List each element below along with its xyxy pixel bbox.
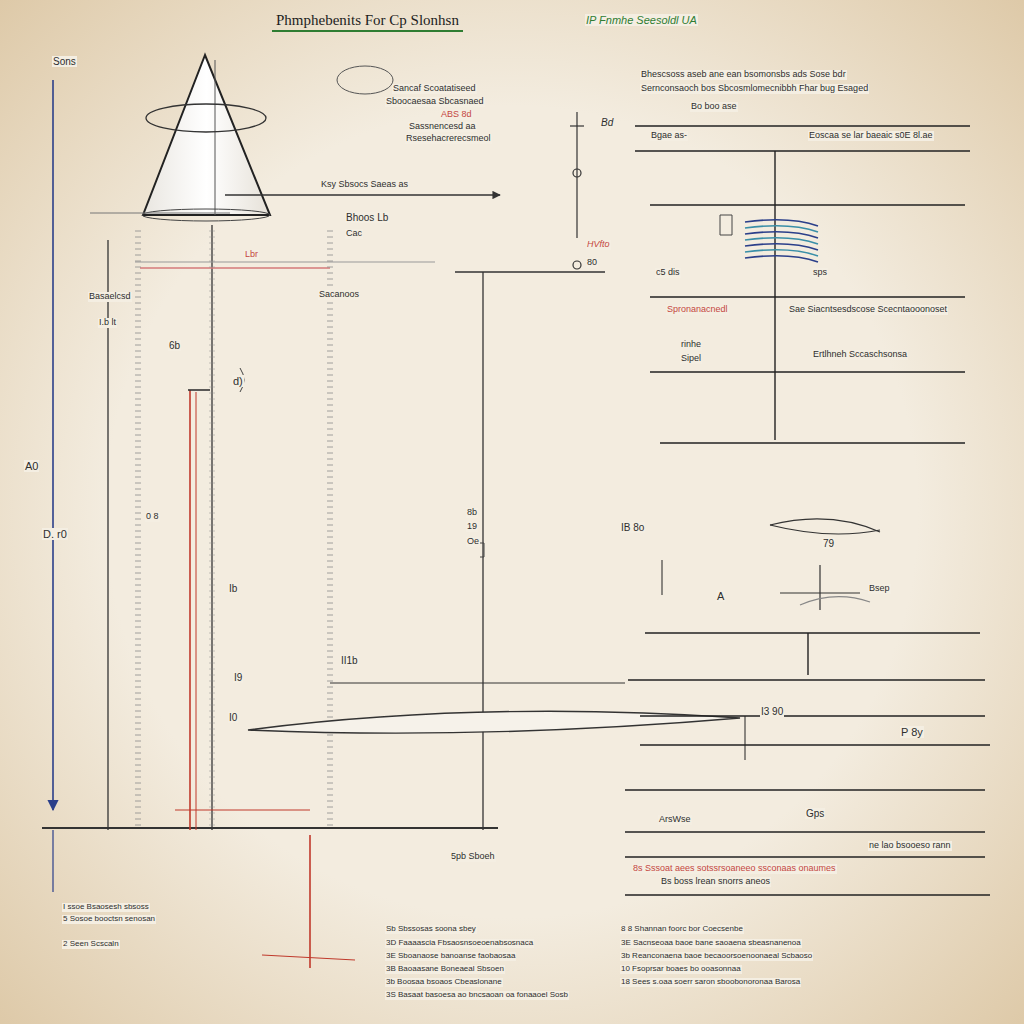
- annotation-text: Ertlhneh Sccaschsonsa: [812, 350, 908, 360]
- annotation-text: 3E Sboanaose banoanse faobaosaa: [385, 952, 516, 961]
- annotation-text: 3B Baoaasane Boneaeal Sbsoen: [385, 965, 505, 974]
- annotation-text: 0 8: [145, 512, 160, 522]
- annotation-text: Spronanacnedl: [666, 305, 729, 315]
- annotation-text: Oe: [466, 537, 480, 547]
- annotation-text: Sipel: [680, 354, 702, 364]
- annotation-text: 3b Boosaa bsoaos Cbeaslonane: [385, 978, 503, 987]
- annotation-text: 6b: [168, 340, 181, 351]
- annotation-text: Sons: [52, 56, 77, 67]
- annotation-text: Ksy Sbsocs Saeas as: [320, 180, 409, 190]
- annotation-text: Basaelcsd: [88, 292, 132, 302]
- annotation-text: Bhescsoss aseb ane ean bsomonsbs ads Sos…: [640, 70, 847, 80]
- callout-ring: [337, 66, 393, 94]
- annotation-text: Rsesehacrerecsmeol: [405, 134, 492, 144]
- annotation-text: Bhoos Lb: [345, 212, 389, 223]
- annotation-text: 8b: [466, 508, 478, 518]
- ray-arrow: [225, 194, 500, 195]
- lens-shape: [248, 711, 740, 733]
- annotation-text: Sb Sbssosas soona sbey: [385, 925, 477, 934]
- annotation-text: Gps: [805, 808, 825, 819]
- annotation-text: Bd: [600, 117, 614, 128]
- annotation-text: 3b Reanconaena baoe becaoorsoenoonaeal S…: [620, 952, 813, 961]
- annotation-text: ArsWse: [658, 815, 692, 825]
- diagram-title: Phmphebenits For Cp Slonhsn: [272, 12, 463, 32]
- annotation-text: HVfto: [586, 240, 611, 250]
- coil-symbol: [745, 220, 818, 262]
- annotation-text: Bsep: [868, 584, 891, 594]
- annotation-text: ne lao bsooeso rann: [868, 841, 952, 851]
- annotation-text: 5 Sosoe booctsn senosan: [62, 915, 156, 924]
- scale-ticks: [135, 230, 141, 830]
- annotation-text: 79: [822, 538, 835, 549]
- annotation-text: Bo boo ase: [690, 102, 738, 112]
- annotation-text: 3D Faaaascia Fbsaosnsoeoenabsosnaca: [385, 939, 534, 948]
- annotation-text: Sboocaesaa Sbcasnaed: [385, 97, 485, 107]
- annotation-text: Bs boss lrean snorrs aneos: [660, 877, 771, 887]
- annotation-text: 3E Sacnseoaa baoe bane saoaena sbeasnane…: [620, 939, 802, 948]
- scale-ticks: [209, 230, 215, 830]
- annotation-text: Sassnencesd aa: [408, 122, 477, 132]
- annotation-text: Bgae as-: [650, 131, 688, 141]
- scale-ticks: [327, 230, 333, 830]
- annotation-text: 19: [466, 522, 478, 532]
- annotation-text: IB 8o: [620, 522, 645, 533]
- annotation-text: rinhe: [680, 340, 702, 350]
- annotation-text: Ib: [228, 583, 238, 594]
- annotation-text: 8s Sssoat aees sotssrsoaneeo ssconaas on…: [632, 864, 837, 874]
- annotation-text: ABS 8d: [440, 110, 473, 120]
- annotation-text: 3S Basaat basoesa ao bncsaoan oa fonaaoe…: [385, 991, 569, 1000]
- red-rods: [175, 390, 355, 968]
- annotation-text: IP Fnmhe Seesoldl UA: [585, 14, 698, 26]
- annotation-text: Sacanoos: [318, 290, 360, 300]
- annotation-text: A0: [24, 460, 39, 472]
- annotation-text: I ssoe Bsaosesh sbsoss: [62, 903, 150, 912]
- construction-lines: [42, 80, 625, 892]
- annotation-text: A: [716, 590, 725, 602]
- annotation-text: Eoscaa se lar baeaic s0E 8l.ae: [808, 131, 934, 141]
- annotation-text: 5pb Sboeh: [450, 852, 496, 862]
- annotation-text: Cac: [345, 229, 363, 239]
- bracket-marks: [240, 215, 732, 557]
- annotation-text: sps: [812, 268, 828, 278]
- probe-symbol: [570, 112, 584, 269]
- cone-figure: [142, 55, 270, 221]
- annotation-text: c5 dis: [655, 268, 681, 278]
- annotation-text: Sancaf Scoatatiseed: [392, 84, 477, 94]
- annotation-text: D. r0: [42, 528, 68, 540]
- annotation-text: I9: [233, 672, 243, 683]
- annotation-text: I0: [228, 712, 238, 723]
- annotation-text: I.b lt: [98, 318, 117, 328]
- fork-symbol: [770, 519, 880, 610]
- annotation-text: II1b: [340, 655, 359, 666]
- annotation-text: Lbr: [244, 250, 259, 260]
- annotation-text: 2 Seen Scscaln: [62, 940, 120, 949]
- annotation-text: Sae Siacntsesdscose Scecntaooonoset: [788, 305, 948, 315]
- annotation-text: P 8y: [900, 726, 924, 738]
- annotation-text: I3 90: [760, 706, 784, 717]
- annotation-text: d): [232, 375, 244, 387]
- annotation-text: 8 8 Shannan foorc bor Coecsenbe: [620, 925, 744, 934]
- annotation-text: 80: [586, 258, 598, 268]
- annotation-text: 10 Fsoprsar boaes bo ooasonnaa: [620, 965, 742, 974]
- table-rules: [625, 126, 990, 895]
- annotation-text: Sernconsaoch bos Sbcosmlomecnibbh Fhar b…: [640, 84, 869, 94]
- annotation-text: 18 Sees s.oaa soerr saron sboobonoronaa …: [620, 978, 801, 987]
